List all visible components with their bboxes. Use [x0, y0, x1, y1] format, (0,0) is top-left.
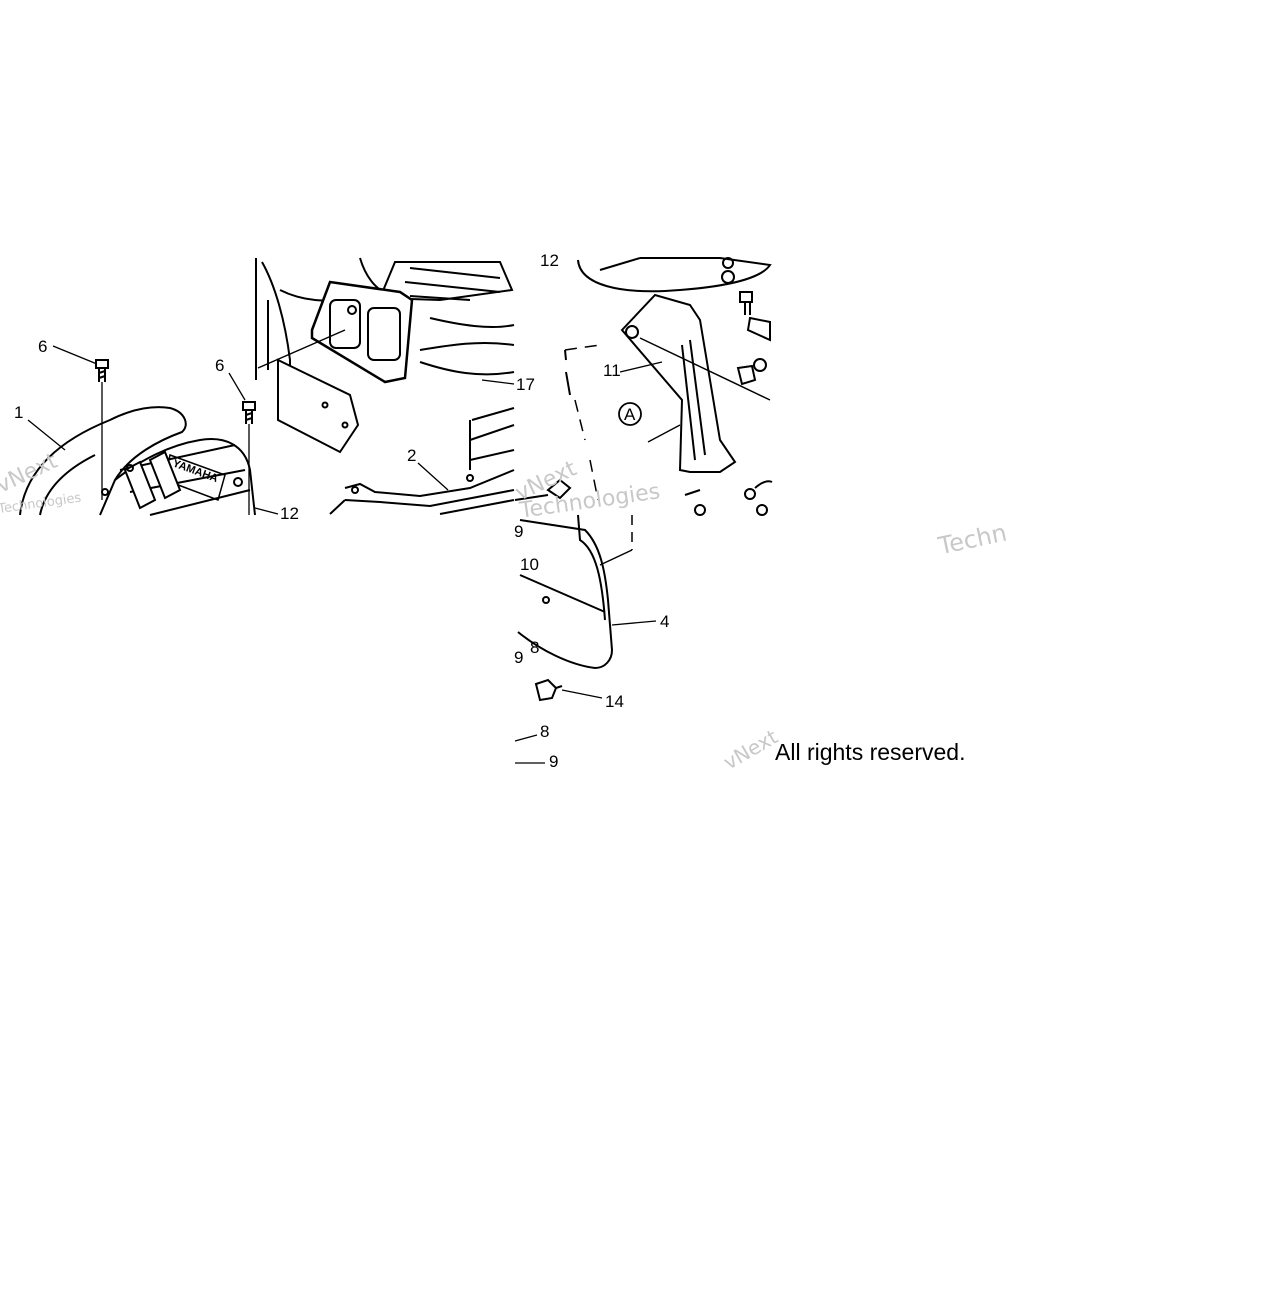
- bolt-14: [534, 678, 603, 702]
- callout-6a: 6: [38, 337, 47, 356]
- callout-9c: 9: [549, 752, 558, 771]
- callout-10: 10: [520, 555, 539, 574]
- callout-9a: 9: [514, 522, 523, 541]
- watermark-6: vNext: [719, 724, 782, 774]
- callout-12a: 12: [280, 504, 299, 523]
- panel-front-cover: [19, 345, 279, 516]
- copyright-text: All rights reserved.: [775, 739, 966, 765]
- brand-mark: YAMAHA: [171, 458, 220, 485]
- callout-14: 14: [605, 692, 624, 711]
- callout-1: 1: [14, 403, 23, 422]
- panel-headlight-housing: [255, 257, 515, 515]
- bolt-6-right: [242, 401, 256, 515]
- callout-11: 11: [603, 361, 621, 380]
- callout-17: 17: [516, 375, 535, 394]
- callout-labels: 6 1 6 12 2 17 12 11 A 9 10 4 8 9 14 8 9: [14, 251, 669, 771]
- callout-8a: 8: [530, 638, 539, 657]
- callout-A: [618, 402, 642, 426]
- callout-8b: 8: [540, 722, 549, 741]
- callout-9b: 9: [514, 648, 523, 667]
- callout-6b: 6: [215, 356, 224, 375]
- callout-A-letter: A: [624, 405, 636, 424]
- callout-4: 4: [660, 612, 669, 631]
- watermark-3: Techn: [935, 518, 1009, 560]
- panel-side-cover: [514, 257, 773, 764]
- watermark-1: vNext: [0, 449, 62, 499]
- callout-12b: 12: [540, 251, 559, 270]
- callout-2: 2: [407, 446, 416, 465]
- bolt-6-left: [95, 359, 109, 500]
